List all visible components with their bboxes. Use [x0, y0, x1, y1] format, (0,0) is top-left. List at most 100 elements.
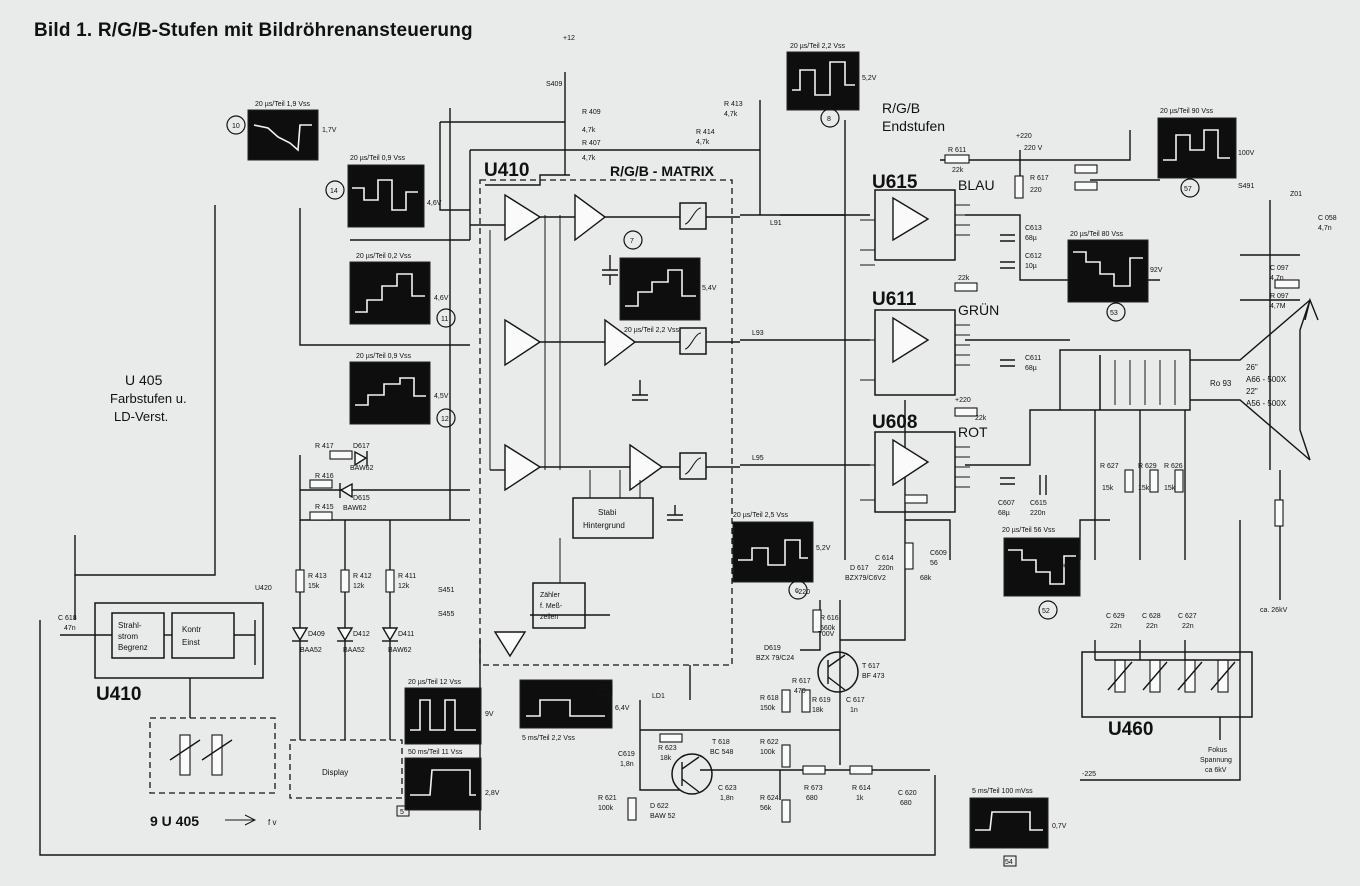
component-labels: S409 +12 R 409 4,7k R 407 4,7k R 413 4,7… — [58, 35, 1337, 820]
osc-55-header: 5 ms/Teil 2,2 Vss — [522, 735, 575, 742]
osc-52-header: 20 µs/Teil 56 Vss — [1002, 527, 1056, 534]
r624-value: 56k — [760, 805, 772, 812]
r616-value: 560k — [820, 625, 836, 632]
c609-label: C609 — [930, 550, 947, 557]
osc-11-level: 4,6V — [434, 295, 449, 302]
u410-label: U410 — [484, 160, 529, 181]
u410-control-label: U410 — [96, 684, 141, 705]
tube-spec-3: 22" — [1246, 387, 1258, 396]
r413-value: 4,7k — [724, 111, 738, 118]
osc-6-level: 5,2V — [816, 545, 831, 552]
oscillogram-57: 57 20 µs/Teil 90 Vss 100V — [1157, 108, 1255, 198]
r416-label: R 416 — [315, 473, 334, 480]
fokus-1: Fokus — [1208, 747, 1228, 754]
tube-label: Ro 93 — [1210, 379, 1232, 388]
r097-label: R 097 — [1270, 293, 1289, 300]
r627-value: 15k — [1102, 485, 1114, 492]
fokus-2: Spannung — [1200, 757, 1232, 764]
output-stages — [860, 154, 1098, 513]
r621-value: 22k — [958, 275, 970, 282]
t617-value: BF 473 — [862, 673, 885, 680]
u405-sub2: LD-Verst. — [114, 409, 168, 424]
r621b-label: R 621 — [598, 795, 617, 802]
osc-10-header: 20 µs/Teil 1,9 Vss — [255, 101, 311, 108]
r624-label: R 624 — [760, 795, 779, 802]
osc-5-marker: 5 — [400, 809, 404, 816]
r673-value: 680 — [806, 795, 818, 802]
osc-10-marker: 10 — [232, 123, 240, 130]
osc-7-header: 20 µs/Teil 2,2 Vss — [624, 327, 680, 334]
osc-57-marker: 57 — [1184, 186, 1192, 193]
stabi-1: Stabi — [598, 508, 616, 517]
r413b-value: 15k — [308, 583, 320, 590]
osc-53-header: 20 µs/Teil 80 Vss — [1070, 231, 1124, 238]
r619-value: 18k — [812, 707, 824, 714]
c629-value: 22n — [1110, 623, 1122, 630]
r617b-value: 470 — [794, 688, 806, 695]
c058-label: C 058 — [1318, 215, 1337, 222]
r611-label: R 611 — [948, 147, 966, 154]
c618-label: C 618 — [58, 615, 77, 622]
r617-value: 220 — [1030, 187, 1042, 194]
c628-value: 22n — [1146, 623, 1158, 630]
r621b-value: 100k — [598, 805, 614, 812]
d617-value: BAW62 — [350, 465, 374, 472]
r614-value: 1k — [856, 795, 864, 802]
v700-label: 700V — [818, 631, 835, 638]
strahlstrom-1: Strahl- — [118, 621, 142, 630]
fokus-3: ca 6kV — [1205, 767, 1227, 774]
r412-value: 12k — [353, 583, 365, 590]
osc-7-level: 5,4V — [702, 285, 717, 292]
osc-14-header: 20 µs/Teil 0,9 Vss — [350, 155, 406, 162]
u611-label: U611 — [872, 289, 917, 310]
r625-value: 68k — [920, 575, 932, 582]
zahler-1: Zähler — [540, 592, 561, 599]
stabi-2: Hintergrund — [583, 521, 625, 530]
osc-14-level: 4,6V — [427, 200, 442, 207]
r618-value: 150k — [760, 705, 776, 712]
u460-block — [1081, 651, 1253, 740]
u615-label: U615 — [872, 172, 918, 193]
c611-value: 68µ — [1025, 365, 1037, 372]
l91-label: L91 — [770, 220, 782, 227]
osc-5-level: 9V — [485, 711, 494, 718]
osc-52-level: 96V — [1060, 563, 1073, 570]
u608-label: U608 — [872, 412, 917, 433]
osc-6-header: 20 µs/Teil 2,5 Vss — [733, 512, 789, 519]
c615-value: 220n — [1030, 510, 1046, 517]
oscillogram-55: 55 5 ms/Teil 2,2 Vss 6,4V — [519, 679, 630, 742]
picture-tube — [1099, 355, 1176, 410]
l93-label: L93 — [752, 330, 764, 337]
c607-label: C607 — [998, 500, 1015, 507]
osc-8-level: 5,2V — [862, 75, 877, 82]
c619-label: C619 — [618, 751, 635, 758]
r407-value: 4,7k — [582, 155, 596, 162]
r614-label: R 614 — [852, 785, 871, 792]
osc-53-level: 92V — [1150, 267, 1163, 274]
c611-label: C611 — [1025, 355, 1041, 362]
c609-value: 56 — [930, 560, 938, 567]
u611-box — [874, 309, 956, 396]
r097-value: 4,7M — [1270, 303, 1286, 310]
r411-label: R 411 — [398, 573, 416, 580]
d622-label: D 622 — [650, 803, 669, 810]
osc-14-marker: 14 — [330, 188, 338, 195]
osc-54-marker: 54 — [1005, 859, 1013, 866]
r618-label: R 618 — [760, 695, 779, 702]
c614-label: C 614 — [875, 555, 894, 562]
display-block-outline — [289, 739, 403, 799]
kontrast-block — [171, 612, 235, 659]
r619-label: R 619 — [812, 697, 831, 704]
v220-label: +220 — [1016, 133, 1032, 140]
osc-11-header: 20 µs/Teil 0,2 Vss — [356, 253, 412, 260]
d411-value: BAW62 — [388, 647, 412, 654]
d409-value: BAA52 — [300, 647, 322, 654]
strahlstrom-2: strom — [118, 632, 138, 641]
osc-55-marker: 55 — [601, 688, 609, 695]
c617-value: 1n — [850, 707, 858, 714]
r616-label: R 616 — [820, 615, 839, 622]
r409-label: R 409 — [582, 109, 601, 116]
c617-label: C 617 — [846, 697, 865, 704]
c613-value: 68µ — [1025, 235, 1037, 242]
